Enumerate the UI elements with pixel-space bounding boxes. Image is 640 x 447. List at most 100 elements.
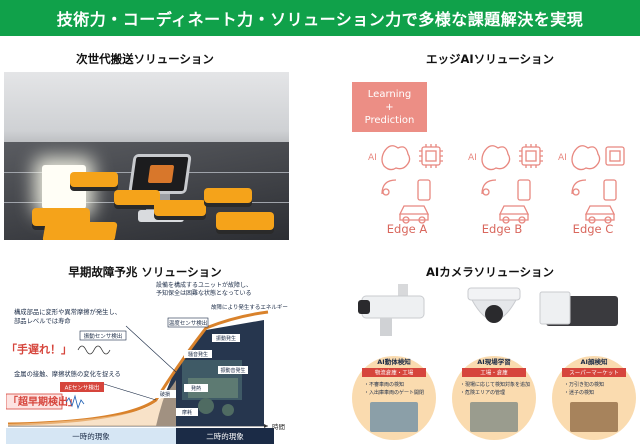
agv-robot [114, 190, 160, 205]
tag-box [184, 384, 208, 392]
edge-device-icon [539, 291, 618, 326]
q3-title: 早期故障予兆 ソリューション [68, 265, 222, 279]
tag-label: 破損 [160, 391, 170, 398]
phone-icon [517, 179, 531, 201]
car-icon [498, 205, 530, 221]
machine-gear [222, 404, 234, 416]
chip-core [425, 150, 437, 162]
chip-icon [521, 146, 541, 166]
chip-icon [421, 146, 441, 166]
tag-label: 騒音発生 [188, 351, 208, 358]
ai-label: AI [558, 153, 567, 163]
car-icon [584, 205, 616, 221]
temp-sensor-label: 温度センサ検出 [169, 319, 208, 327]
phone-icon [417, 179, 431, 201]
early-detect-label: 「超早期検出」 [8, 395, 78, 408]
machine-block [188, 378, 238, 398]
note1-line1: 設備を構成するユニットが故障し、 [156, 281, 252, 289]
box-line-1: Learning [367, 88, 412, 100]
signal-dot [572, 188, 580, 196]
callout-line [125, 325, 177, 373]
brain-icon [481, 145, 511, 171]
symptom-tags: 振動発生 騒音発生 振動音発生 発熱 破損 摩耗 [154, 334, 248, 416]
circle3-b1: ・万引き犯の検知 [564, 381, 604, 388]
signal-arc [571, 179, 587, 195]
note2-line2: 部品レベルでは寿命 [14, 316, 71, 325]
chip-core [525, 150, 537, 162]
car-wheel [588, 216, 596, 224]
car-wheel [418, 216, 426, 224]
signal-arc [381, 179, 397, 195]
box-line-3: Prediction [364, 114, 415, 126]
tag-box [154, 390, 176, 398]
phase1-label: 一時的現象 [72, 431, 110, 441]
edge-a-label: Edge A [386, 222, 428, 236]
q1-title: 次世代搬送ソリューション [76, 52, 214, 66]
energy-area [8, 380, 176, 426]
circle1-head: AI動体検知 [377, 357, 411, 366]
bullet-camera-icon [358, 284, 425, 336]
chip-icon [605, 146, 625, 166]
vibration-label: 振動センサ検出 [84, 332, 123, 340]
signal-dot [382, 188, 390, 196]
solution-circle-3: AI顔検知 スーパーマーケット ・万引き犯の検知 ・迷子の検知 [552, 356, 636, 440]
brain-icon [381, 145, 411, 171]
circle1-photo [370, 402, 418, 432]
tag-label: 振動音発生 [220, 367, 245, 374]
tag-box [184, 350, 212, 358]
agv-robot [154, 200, 206, 216]
tag-label: 振動発生 [216, 335, 236, 342]
too-late-label: 「手遅れ！」 [6, 342, 72, 356]
edge-group-b: AI [468, 144, 543, 224]
circle3-head: AI顔検知 [581, 357, 608, 366]
car-wheel [518, 216, 526, 224]
solution-circle-2: AI現場学習 工場・倉庫 ・現場に応じて検知対象を追加 ・危険エリアの管理 [452, 356, 536, 440]
callout-line [103, 383, 157, 401]
brain-icon [571, 145, 601, 171]
q2-title: エッジAIソリューション [426, 52, 554, 66]
tag-box [218, 366, 248, 374]
learning-prediction-box: Learning + Prediction [352, 82, 427, 132]
car-icon [398, 205, 430, 221]
solution-circle-1: AI動体検知 物流倉庫・工場 ・不審車両の検知 ・入出庫車両のゲート開閉 [352, 356, 436, 440]
car-wheel [402, 216, 410, 224]
dome-camera-icon [467, 287, 521, 323]
edge-group-a: AI [368, 144, 443, 224]
ae-sensor-box [60, 382, 104, 392]
edge-b-label: Edge B [481, 222, 523, 236]
circle3-b2: ・迷子の検知 [564, 389, 594, 396]
circle2-b2: ・危険エリアの管理 [460, 389, 505, 396]
car-wheel [604, 216, 612, 224]
edge-ai-diagram: AI AI AI [368, 144, 625, 224]
q4-title: AIカメラソリューション [426, 265, 554, 279]
tablet-display [128, 154, 192, 194]
circle2-head: AI現場学習 [477, 357, 510, 366]
tag-box [212, 334, 240, 342]
temp-sensor-box [167, 317, 209, 328]
ai-label: AI [368, 153, 377, 163]
circle2-sub: 工場・倉庫 [480, 369, 508, 377]
chip-pins [519, 144, 543, 168]
axis-arrow [264, 424, 268, 428]
transport-robot-photo [4, 72, 289, 240]
ae-wave-icon [65, 394, 85, 410]
agv-robot [204, 188, 252, 203]
circle1-b2: ・入出庫車両のゲート開閉 [364, 389, 424, 396]
tag-box [176, 408, 198, 416]
ae-description: 金属の接触、摩擦状態の変化を捉える [14, 369, 121, 378]
note1-line2: 予知保全は困難な状態となっている [156, 289, 252, 297]
circle2-b1: ・現場に応じて検知対象を追加 [460, 381, 530, 388]
early-detect-box [6, 393, 63, 410]
circle1-sub: 物流倉庫・工場 [375, 369, 414, 377]
tag-label: 発熱 [191, 385, 201, 392]
machine-gear [198, 398, 214, 414]
waveform-icon [77, 345, 111, 355]
phase2-bar [176, 428, 274, 444]
ai-camera-diagram: AI動体検知 物流倉庫・工場 ・不審車両の検知 ・入出庫車両のゲート開閉 AI現… [352, 284, 636, 440]
signal-arc [481, 179, 497, 195]
vibration-box [79, 330, 127, 341]
edge-group-c: AI [558, 145, 625, 224]
phase2-label: 二時的現象 [206, 431, 244, 441]
circle2-photo [470, 402, 518, 432]
chip-core [609, 150, 621, 162]
